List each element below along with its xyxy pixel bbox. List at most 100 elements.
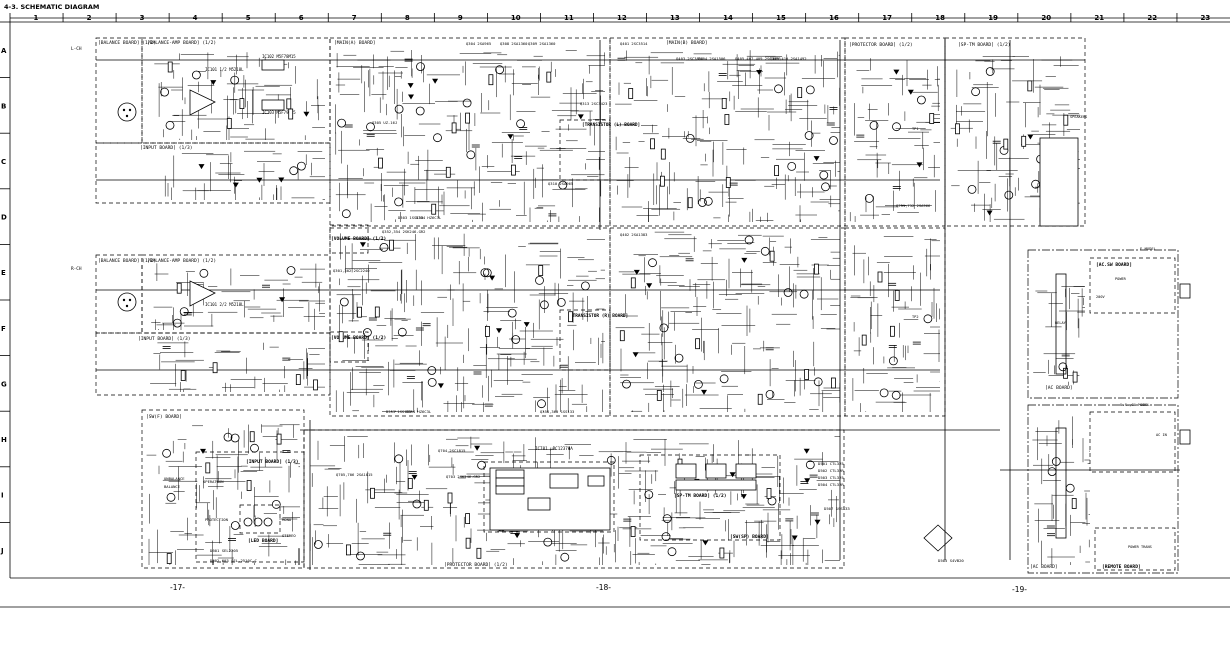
label-balance-top: [BALANCE BOARD] (1/2) xyxy=(98,40,156,46)
transistor-symbol xyxy=(339,297,349,307)
column-label: 12 xyxy=(617,14,627,22)
resistor-symbol xyxy=(370,487,375,499)
label-ic102: IC102 M5F78M15 xyxy=(262,54,296,59)
row-label: E xyxy=(1,269,6,277)
transistor-symbol xyxy=(581,281,590,291)
transistor-symbol xyxy=(892,122,901,132)
transistor-symbol xyxy=(606,455,616,465)
label-q3: Q309 2SA1360 xyxy=(528,41,556,46)
resistor-symbol xyxy=(166,553,172,564)
transistor-symbol xyxy=(466,150,476,160)
diode-symbol xyxy=(432,78,439,84)
label-protector-bottom: [PROTECTOR BOARD] (1/2) xyxy=(444,562,508,568)
transistor-symbol xyxy=(366,122,375,132)
resistor-symbol xyxy=(650,138,655,150)
column-label: 2 xyxy=(87,14,92,22)
row-label: A xyxy=(1,47,7,55)
column-label: 16 xyxy=(829,14,839,22)
transistor-symbol xyxy=(1004,190,1014,200)
relay-blocks xyxy=(675,463,757,491)
label-l-ch: L-CH xyxy=(71,46,82,52)
resistor-symbol xyxy=(276,433,282,445)
resistor-symbol xyxy=(877,271,883,283)
transistor-symbol xyxy=(662,514,672,523)
diode-symbol xyxy=(729,472,736,478)
diode-symbol xyxy=(756,70,763,75)
circuit-wiring xyxy=(96,40,1180,570)
transistor-symbol xyxy=(765,389,775,399)
label-sw-f: [SW(F) BOARD] xyxy=(146,414,182,420)
label-speakers: SPEAKERS xyxy=(1070,115,1087,119)
transistor-symbol xyxy=(415,106,425,116)
transistor-symbol xyxy=(805,460,815,470)
resistor-symbol xyxy=(568,311,573,323)
resistor-symbol xyxy=(724,114,730,125)
label-q1: Q304 2SA965 xyxy=(466,41,491,46)
label-sp-tm-bottom: [SP-TM BOARD] (1/2) xyxy=(674,493,727,499)
transistor-symbol xyxy=(341,209,351,219)
transistor-symbol xyxy=(967,184,977,194)
diode-symbol xyxy=(200,448,206,454)
row-label: I xyxy=(1,492,4,500)
resistor-symbol xyxy=(378,157,383,169)
resistor-symbol xyxy=(423,499,429,511)
transistor-symbol xyxy=(869,121,879,130)
column-label: 17 xyxy=(882,14,892,22)
transistor-symbol xyxy=(864,193,874,203)
resistor-symbol xyxy=(212,362,218,374)
transistor-symbol xyxy=(160,87,170,97)
transistor-symbol xyxy=(659,323,669,333)
resistor-symbol xyxy=(890,325,895,337)
transistor-symbol xyxy=(230,75,240,85)
label-d1: D501 CTL325 xyxy=(818,461,844,466)
transistor-symbol xyxy=(394,454,404,464)
label-main-a: [MAIN(A) BOARD] xyxy=(334,40,376,46)
label-d8: D602,603 SEL-2510C-C xyxy=(210,558,258,563)
speaker-terminal-icons xyxy=(1039,137,1191,445)
transistor-symbol xyxy=(250,443,259,453)
transistor-symbol xyxy=(495,65,505,75)
diode-symbol xyxy=(633,269,640,275)
op-amp-symbols xyxy=(189,89,216,307)
label-ac-upper: [AC BOARD] xyxy=(1045,385,1073,391)
label-ic-top: IC101 1/2 M5218L xyxy=(205,67,244,72)
row-label: G xyxy=(1,380,7,388)
resistor-symbol xyxy=(205,462,211,474)
resistor-symbol xyxy=(929,113,935,124)
transistor-symbol xyxy=(199,268,209,278)
label-balance-amp-top: [BALANCE-AMP BOARD] (1/2) xyxy=(147,40,216,46)
resistor-symbol xyxy=(465,112,471,124)
transistor-symbol xyxy=(744,235,754,245)
transistor-symbol xyxy=(644,490,654,500)
column-label: 7 xyxy=(352,14,357,22)
misc-labels: L-CH R-CH IC101 1/2 M5218L IC101 2/2 M52… xyxy=(71,41,1167,563)
resistor-symbol xyxy=(1003,138,1009,150)
label-d9: D303 1SS133 xyxy=(398,215,423,220)
diode-symbol xyxy=(893,69,900,75)
resistor-symbol xyxy=(628,88,634,99)
label-power: POWER xyxy=(1115,277,1127,281)
resistor-symbol xyxy=(295,374,301,386)
transistor-symbol xyxy=(427,377,437,387)
transistor-symbol xyxy=(397,327,407,337)
row-label: H xyxy=(1,436,7,444)
transistor-symbol xyxy=(805,85,815,95)
transistor-symbol xyxy=(433,133,442,143)
resistor-symbol xyxy=(1072,371,1078,383)
column-label: 5 xyxy=(246,14,251,22)
label-ac-in: AC IN xyxy=(1156,433,1167,437)
resistor-symbol xyxy=(1071,498,1077,509)
resistor-symbol xyxy=(484,325,490,337)
transistor-symbol xyxy=(767,496,777,506)
column-label: 21 xyxy=(1094,14,1104,22)
page-number-19: -19- xyxy=(1012,585,1027,594)
column-label: 18 xyxy=(935,14,945,22)
label-q7: Q402 2SA1383 xyxy=(620,232,647,237)
diode-symbol xyxy=(632,352,639,358)
label-q10: Q409,410 2SA1492 xyxy=(770,56,807,61)
transistor-symbol xyxy=(172,318,182,328)
resistor-symbol xyxy=(687,197,693,209)
label-balance-bottom: [BALANCE BOARD] (1/2) xyxy=(98,258,156,264)
resistor-symbol xyxy=(797,87,803,98)
transistor-symbol xyxy=(165,120,175,130)
